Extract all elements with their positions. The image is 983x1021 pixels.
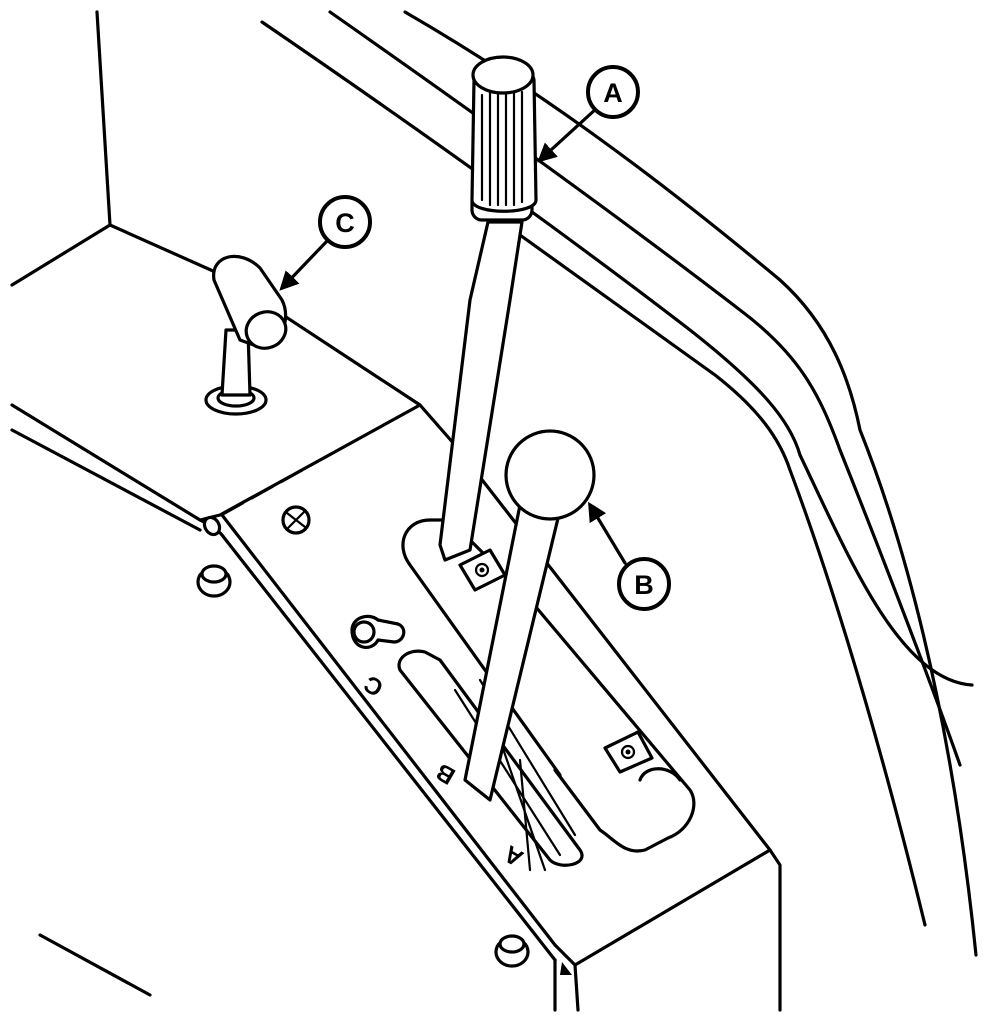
callout-b-label: B bbox=[634, 570, 654, 600]
screw-head bbox=[281, 505, 311, 535]
bolt-upper bbox=[196, 564, 232, 598]
callout-a: A bbox=[586, 65, 640, 119]
callout-c-label: C bbox=[335, 208, 355, 238]
callout-c: C bbox=[318, 195, 372, 249]
fender-outline bbox=[260, 10, 978, 957]
lever-a[interactable] bbox=[438, 55, 538, 562]
bolt-lower bbox=[494, 934, 530, 968]
callout-a-label: A bbox=[603, 78, 623, 108]
callout-arrow-b bbox=[588, 501, 627, 565]
callout-b: B bbox=[617, 557, 671, 611]
knurl-lines bbox=[480, 90, 524, 207]
decal-upper bbox=[458, 548, 507, 592]
keyhole bbox=[350, 614, 406, 649]
slot-mark-a: A bbox=[499, 839, 528, 871]
cab-wall bbox=[10, 10, 224, 287]
decal-lower bbox=[603, 730, 654, 774]
lever-c[interactable] bbox=[204, 254, 291, 416]
lever-b[interactable] bbox=[463, 429, 596, 802]
callout-arrow-c bbox=[279, 238, 330, 291]
slot-mark-b: B bbox=[431, 757, 460, 789]
callout-arrow-a bbox=[537, 106, 599, 163]
console-body bbox=[10, 273, 782, 1012]
